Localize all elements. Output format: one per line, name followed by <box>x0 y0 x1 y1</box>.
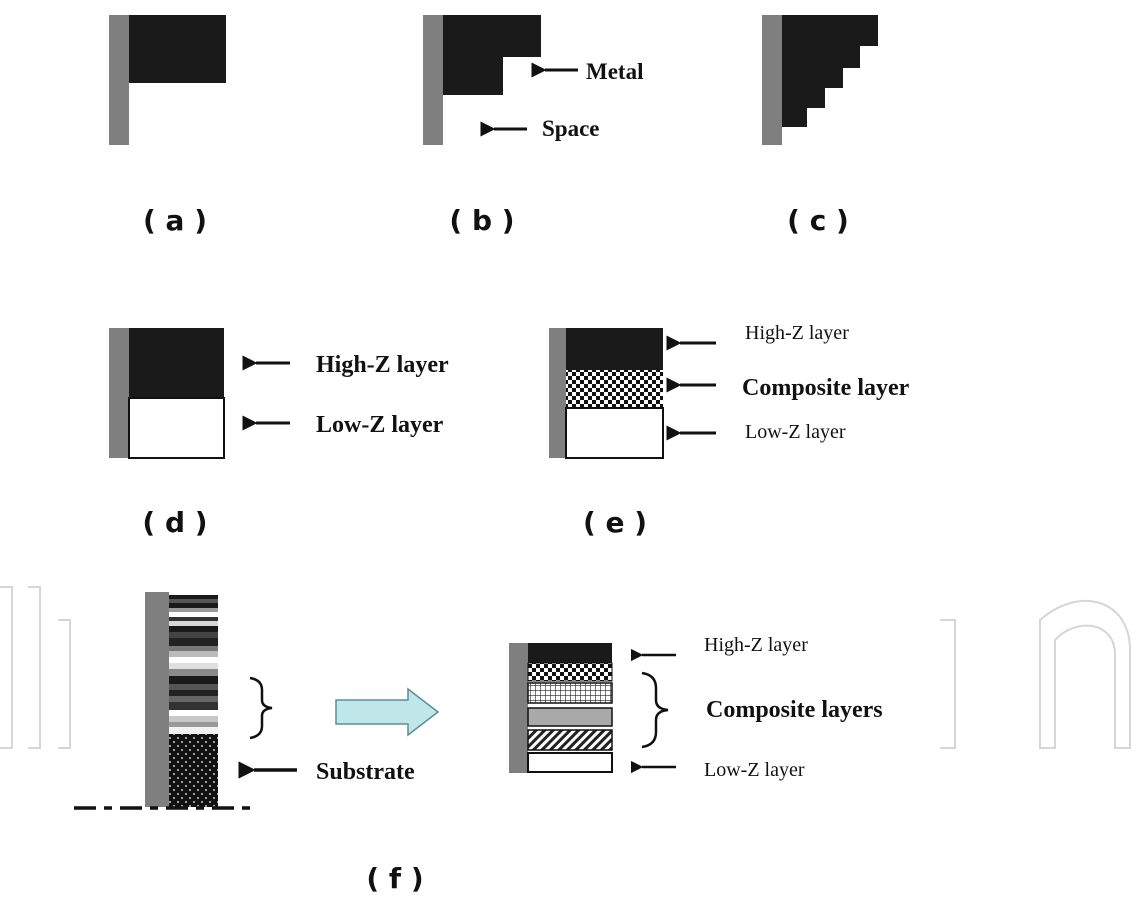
watermark <box>0 586 1131 749</box>
high-z-block <box>129 328 224 398</box>
label-high-z: High-Z layer <box>704 634 808 656</box>
backing-strip <box>549 328 566 458</box>
backing-strip <box>109 328 129 458</box>
backing-strip <box>423 15 443 145</box>
transform-arrow <box>335 687 440 737</box>
backing-strip <box>145 592 169 807</box>
backing-strip <box>762 15 782 145</box>
caption-f: ( f ) <box>366 862 423 895</box>
panel-f: Substrate High-Z layer Composite layers … <box>74 592 883 895</box>
panel-a: ( a ) <box>109 15 226 237</box>
label-high-z: High-Z layer <box>745 322 849 344</box>
panel-c: ( c ) <box>762 15 878 237</box>
gray-layer <box>527 707 613 727</box>
left-brace <box>249 676 273 740</box>
metal-block <box>129 15 226 83</box>
label-metal: Metal <box>586 59 643 84</box>
metal-step <box>443 15 541 95</box>
panel-b: Metal Space ( b ) <box>423 15 643 237</box>
substrate-block <box>169 734 218 807</box>
caption-a: ( a ) <box>143 204 207 237</box>
high-z-block <box>566 328 663 370</box>
high-z-block <box>528 643 612 663</box>
caption-e: ( e ) <box>583 506 647 539</box>
label-low-z: Low-Z layer <box>745 421 846 443</box>
low-z-block <box>565 407 664 459</box>
caption-b: ( b ) <box>449 204 514 237</box>
caption-d: ( d ) <box>142 506 207 539</box>
panel-e: High-Z layer Composite layer Low-Z layer… <box>549 322 910 539</box>
label-low-z: Low-Z layer <box>704 759 805 781</box>
checker-layer <box>527 662 613 682</box>
grid-layer <box>527 682 613 704</box>
caption-c: ( c ) <box>787 204 849 237</box>
low-z-block <box>527 752 613 773</box>
panel-d: High-Z layer Low-Z layer ( d ) <box>109 328 449 539</box>
label-composite: Composite layer <box>742 375 910 401</box>
graded-layer-stack <box>169 595 218 734</box>
backing-strip <box>109 15 129 145</box>
label-substrate: Substrate <box>316 759 415 785</box>
low-z-block <box>128 397 225 459</box>
right-brace <box>641 671 669 749</box>
label-low-z: Low-Z layer <box>316 412 444 438</box>
label-space: Space <box>542 116 600 141</box>
composite-block <box>566 370 663 408</box>
label-high-z: High-Z layer <box>316 352 449 378</box>
metal-staircase <box>782 15 878 127</box>
backing-strip <box>509 643 528 773</box>
hatch-layer <box>527 729 613 751</box>
label-composite-layers: Composite layers <box>706 697 883 723</box>
